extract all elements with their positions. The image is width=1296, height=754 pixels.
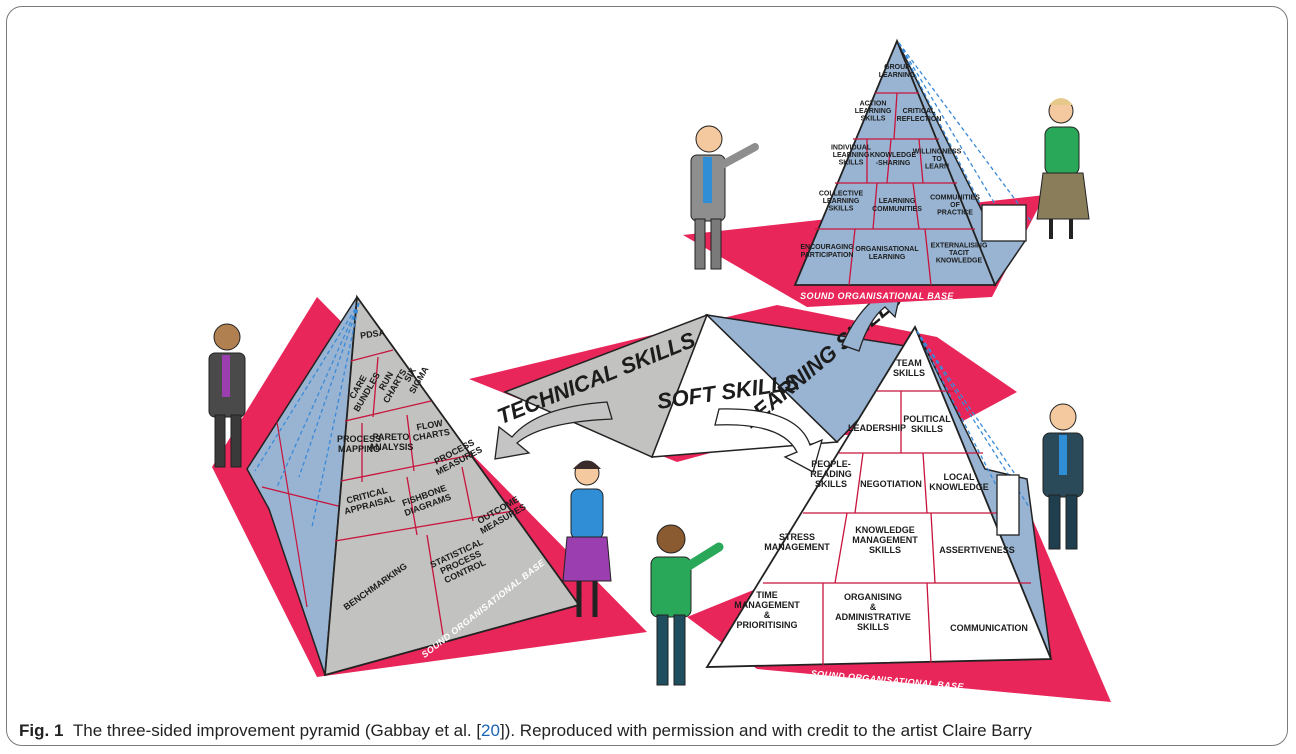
caption-reference-link[interactable]: 20 (481, 721, 500, 740)
learning-front-face (793, 38, 997, 286)
pyramid-illustration: TECHNICAL SKILLS SOFT SKILLS LEARNING SK… (208, 38, 1111, 702)
cell-leadership: LEADERSHIP (848, 423, 906, 433)
technical-dashes (254, 302, 360, 528)
person-man-right (1042, 403, 1084, 550)
learning-side-wall (981, 204, 1027, 242)
soft-front-face (705, 325, 1053, 668)
cell-knowledge-sharing: KNOWLEDGE-SHARING (870, 152, 917, 167)
person-man-left (208, 323, 246, 468)
cell-assertiveness: ASSERTIVENESS (939, 545, 1015, 555)
cell-pdsa: PDSA (360, 327, 387, 340)
learning-base-label: SOUND ORGANISATIONAL BASE (800, 291, 954, 301)
person-man-bottom-middle (650, 524, 724, 686)
soft-grid (763, 390, 1031, 665)
figure-caption: Fig. 1 The three-sided improvement pyram… (19, 721, 1032, 741)
technical-front-face (323, 294, 581, 677)
arrow-to-soft-pyramid (714, 408, 823, 473)
soft-side-wall (996, 474, 1020, 536)
figure-frame: TECHNICAL SKILLS SOFT SKILLS LEARNING SK… (6, 6, 1288, 746)
caption-label: Fig. 1 (19, 721, 64, 740)
learning-grid (815, 92, 975, 286)
technical-grid (334, 349, 514, 636)
person-man-top-left (690, 125, 759, 270)
soft-dashes (916, 330, 1030, 508)
technical-side-grid-2 (261, 486, 343, 508)
person-woman-top-right (1036, 98, 1090, 239)
person-woman-middle (562, 460, 612, 617)
caption-text-end: ]). Reproduced with permission and with … (499, 721, 1032, 740)
technical-side-grid (276, 421, 308, 608)
cell-negotiation: NEGOTIATION (860, 479, 922, 489)
cell-communication: COMMUNICATION (950, 623, 1028, 633)
arrow-to-technical-pyramid (494, 401, 613, 460)
caption-text: The three-sided improvement pyramid (Gab… (72, 721, 482, 740)
